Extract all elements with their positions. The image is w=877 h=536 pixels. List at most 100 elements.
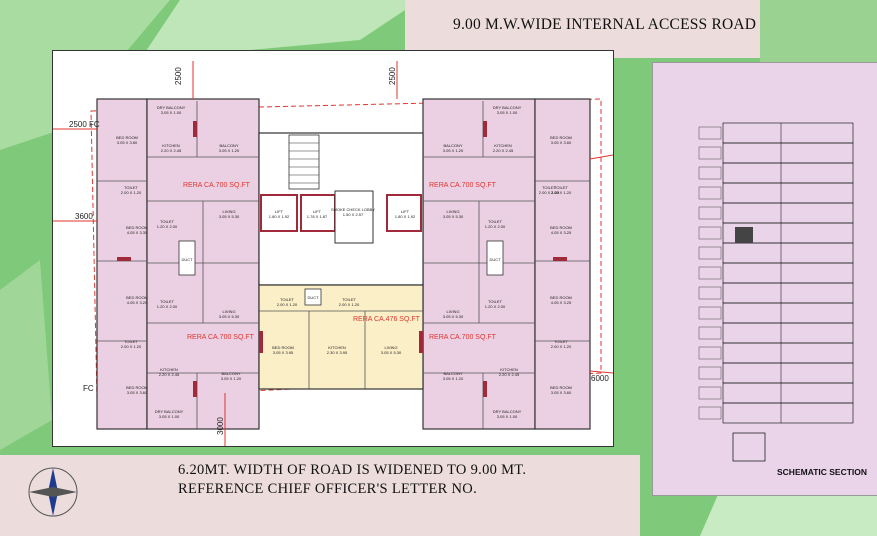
room-name: KITCHEN: [162, 143, 180, 148]
room-name: KITCHEN: [494, 143, 512, 148]
room-size: 2.00 X 1.20: [551, 344, 572, 349]
section-floor: [722, 142, 854, 164]
rera-label: RERA CA.476 SQ.FT: [353, 316, 421, 323]
duct-left: [178, 240, 196, 276]
room-name: LIVING: [384, 345, 397, 350]
room-name: BED ROOM: [550, 385, 572, 390]
room-name: BED ROOM: [550, 295, 572, 300]
section-floor: [722, 162, 854, 184]
section-balcony: [698, 226, 722, 240]
section-floor: [722, 262, 854, 284]
schematic-section: SCHEMATIC SECTION: [652, 62, 877, 496]
room-name: BED ROOM: [550, 135, 572, 140]
room-name: BED ROOM: [126, 385, 148, 390]
room-name: TOILET: [342, 297, 356, 302]
room-size: 1.80 X 1.92: [395, 214, 416, 219]
room-size: 3.05 X 1.20: [443, 376, 464, 381]
dimension-text: 2500: [174, 67, 183, 85]
room-name: TOILET: [554, 185, 568, 190]
room-name: BED ROOM: [126, 295, 148, 300]
room-name: BED ROOM: [126, 225, 148, 230]
room-name: TOILET: [542, 185, 556, 190]
room-size: 3.05 X 5.30: [219, 314, 240, 319]
rera-label: RERA CA.700 SQ.FT: [187, 334, 255, 341]
room-size: 3.05 X 3.60: [551, 140, 572, 145]
room-size: 2.20 X 2.45: [161, 148, 182, 153]
room-size: 3.05 X 1.00: [497, 110, 518, 115]
section-balcony: [698, 146, 722, 160]
right-wing-inner: [422, 98, 536, 430]
section-floor: [722, 362, 854, 384]
reference-note: REFERENCE CHIEF OFFICER'S LETTER NO.: [178, 481, 478, 497]
room-name: TOILET: [160, 299, 174, 304]
room-size: 3.05 X 3.60: [117, 140, 138, 145]
room-name: LIFT: [401, 209, 410, 214]
section-balcony: [698, 366, 722, 380]
section-balcony: [698, 326, 722, 340]
duct-right: [486, 240, 504, 276]
room-name: BALCONY: [219, 143, 238, 148]
room-size: 1.78 X 1.87: [307, 214, 328, 219]
room-name: TOILET: [280, 297, 294, 302]
room-name: LIFT: [275, 209, 284, 214]
room-size: 1.20 X 2.00: [157, 304, 178, 309]
rera-label: RERA CA.700 SQ.FT: [429, 334, 497, 341]
room-size: 3.05 X 1.20: [443, 148, 464, 153]
dimension-text: 2500: [69, 120, 87, 129]
section-floor: [722, 242, 854, 264]
room-name: BALCONY: [221, 371, 240, 376]
room-size: 3.05 X 3.60: [127, 390, 148, 395]
room-size: 3.05 X 1.00: [497, 414, 518, 419]
smoke-lobby: [334, 190, 374, 244]
room-name: LIVING: [222, 309, 235, 314]
room-size: 2.00 X 1.20: [551, 190, 572, 195]
section-balcony: [698, 206, 722, 220]
room-size: 4.05 X 3.25: [551, 230, 572, 235]
room-name: TOILET: [554, 339, 568, 344]
room-size: 2.00 X 1.20: [339, 302, 360, 307]
section-label: SCHEMATIC SECTION: [777, 467, 868, 477]
room-name: TOILET: [124, 339, 138, 344]
dimension-text: FC: [83, 384, 94, 393]
room-name: TOILET: [160, 219, 174, 224]
rera-label: RERA CA.700 SQ.FT: [183, 182, 251, 189]
section-floor: [722, 402, 854, 424]
room-size: 2.00 X 1.20: [121, 190, 142, 195]
room-size: 1.80 X 1.92: [269, 214, 290, 219]
room-size: 1.50 X 2.57: [343, 212, 364, 217]
right-wing-outer: [534, 98, 591, 430]
room-name: TOILET: [488, 219, 502, 224]
section-balcony: [698, 286, 722, 300]
north-arrow-icon: [28, 467, 78, 517]
room-name: BED ROOM: [116, 135, 138, 140]
section-balcony: [698, 186, 722, 200]
room-name: BALCONY: [443, 371, 462, 376]
room-name: BED ROOM: [272, 345, 294, 350]
room-size: 3.05 X 1.00: [161, 110, 182, 115]
section-floors: [698, 122, 854, 424]
duct-core: [304, 288, 322, 306]
room-size: 1.20 X 2.00: [485, 224, 506, 229]
room-size: 3.05 X 5.30: [443, 214, 464, 219]
road-widening-note: 6.20MT. WIDTH OF ROAD IS WIDENED TO 9.00…: [178, 462, 527, 478]
room-size: 3.05 X 1.20: [219, 148, 240, 153]
section-balcony: [698, 406, 722, 420]
room-size: 3.05 X 5.30: [219, 214, 240, 219]
road-label: 9.00 M.W.WIDE INTERNAL ACCESS ROAD: [453, 16, 757, 33]
room-name: DRY BALCONY: [157, 105, 186, 110]
stack-parking: [732, 432, 766, 462]
rera-label: RERA CA.700 SQ.FT: [429, 182, 497, 189]
room-size: 2.20 X 2.45: [499, 372, 520, 377]
section-hatch: [735, 227, 753, 243]
room-size: 3.05 X 1.20: [221, 376, 242, 381]
section-balcony: [698, 266, 722, 280]
dimension-text: 3000: [216, 417, 225, 435]
room-size: 1.20 X 2.00: [485, 304, 506, 309]
room-size: 3.05 X 1.00: [159, 414, 180, 419]
section-balcony: [698, 246, 722, 260]
road-banner: 9.00 M.W.WIDE INTERNAL ACCESS ROAD: [405, 0, 760, 58]
lift-1: [260, 194, 298, 232]
section-balcony: [698, 166, 722, 180]
room-size: 2.00 X 1.20: [277, 302, 298, 307]
